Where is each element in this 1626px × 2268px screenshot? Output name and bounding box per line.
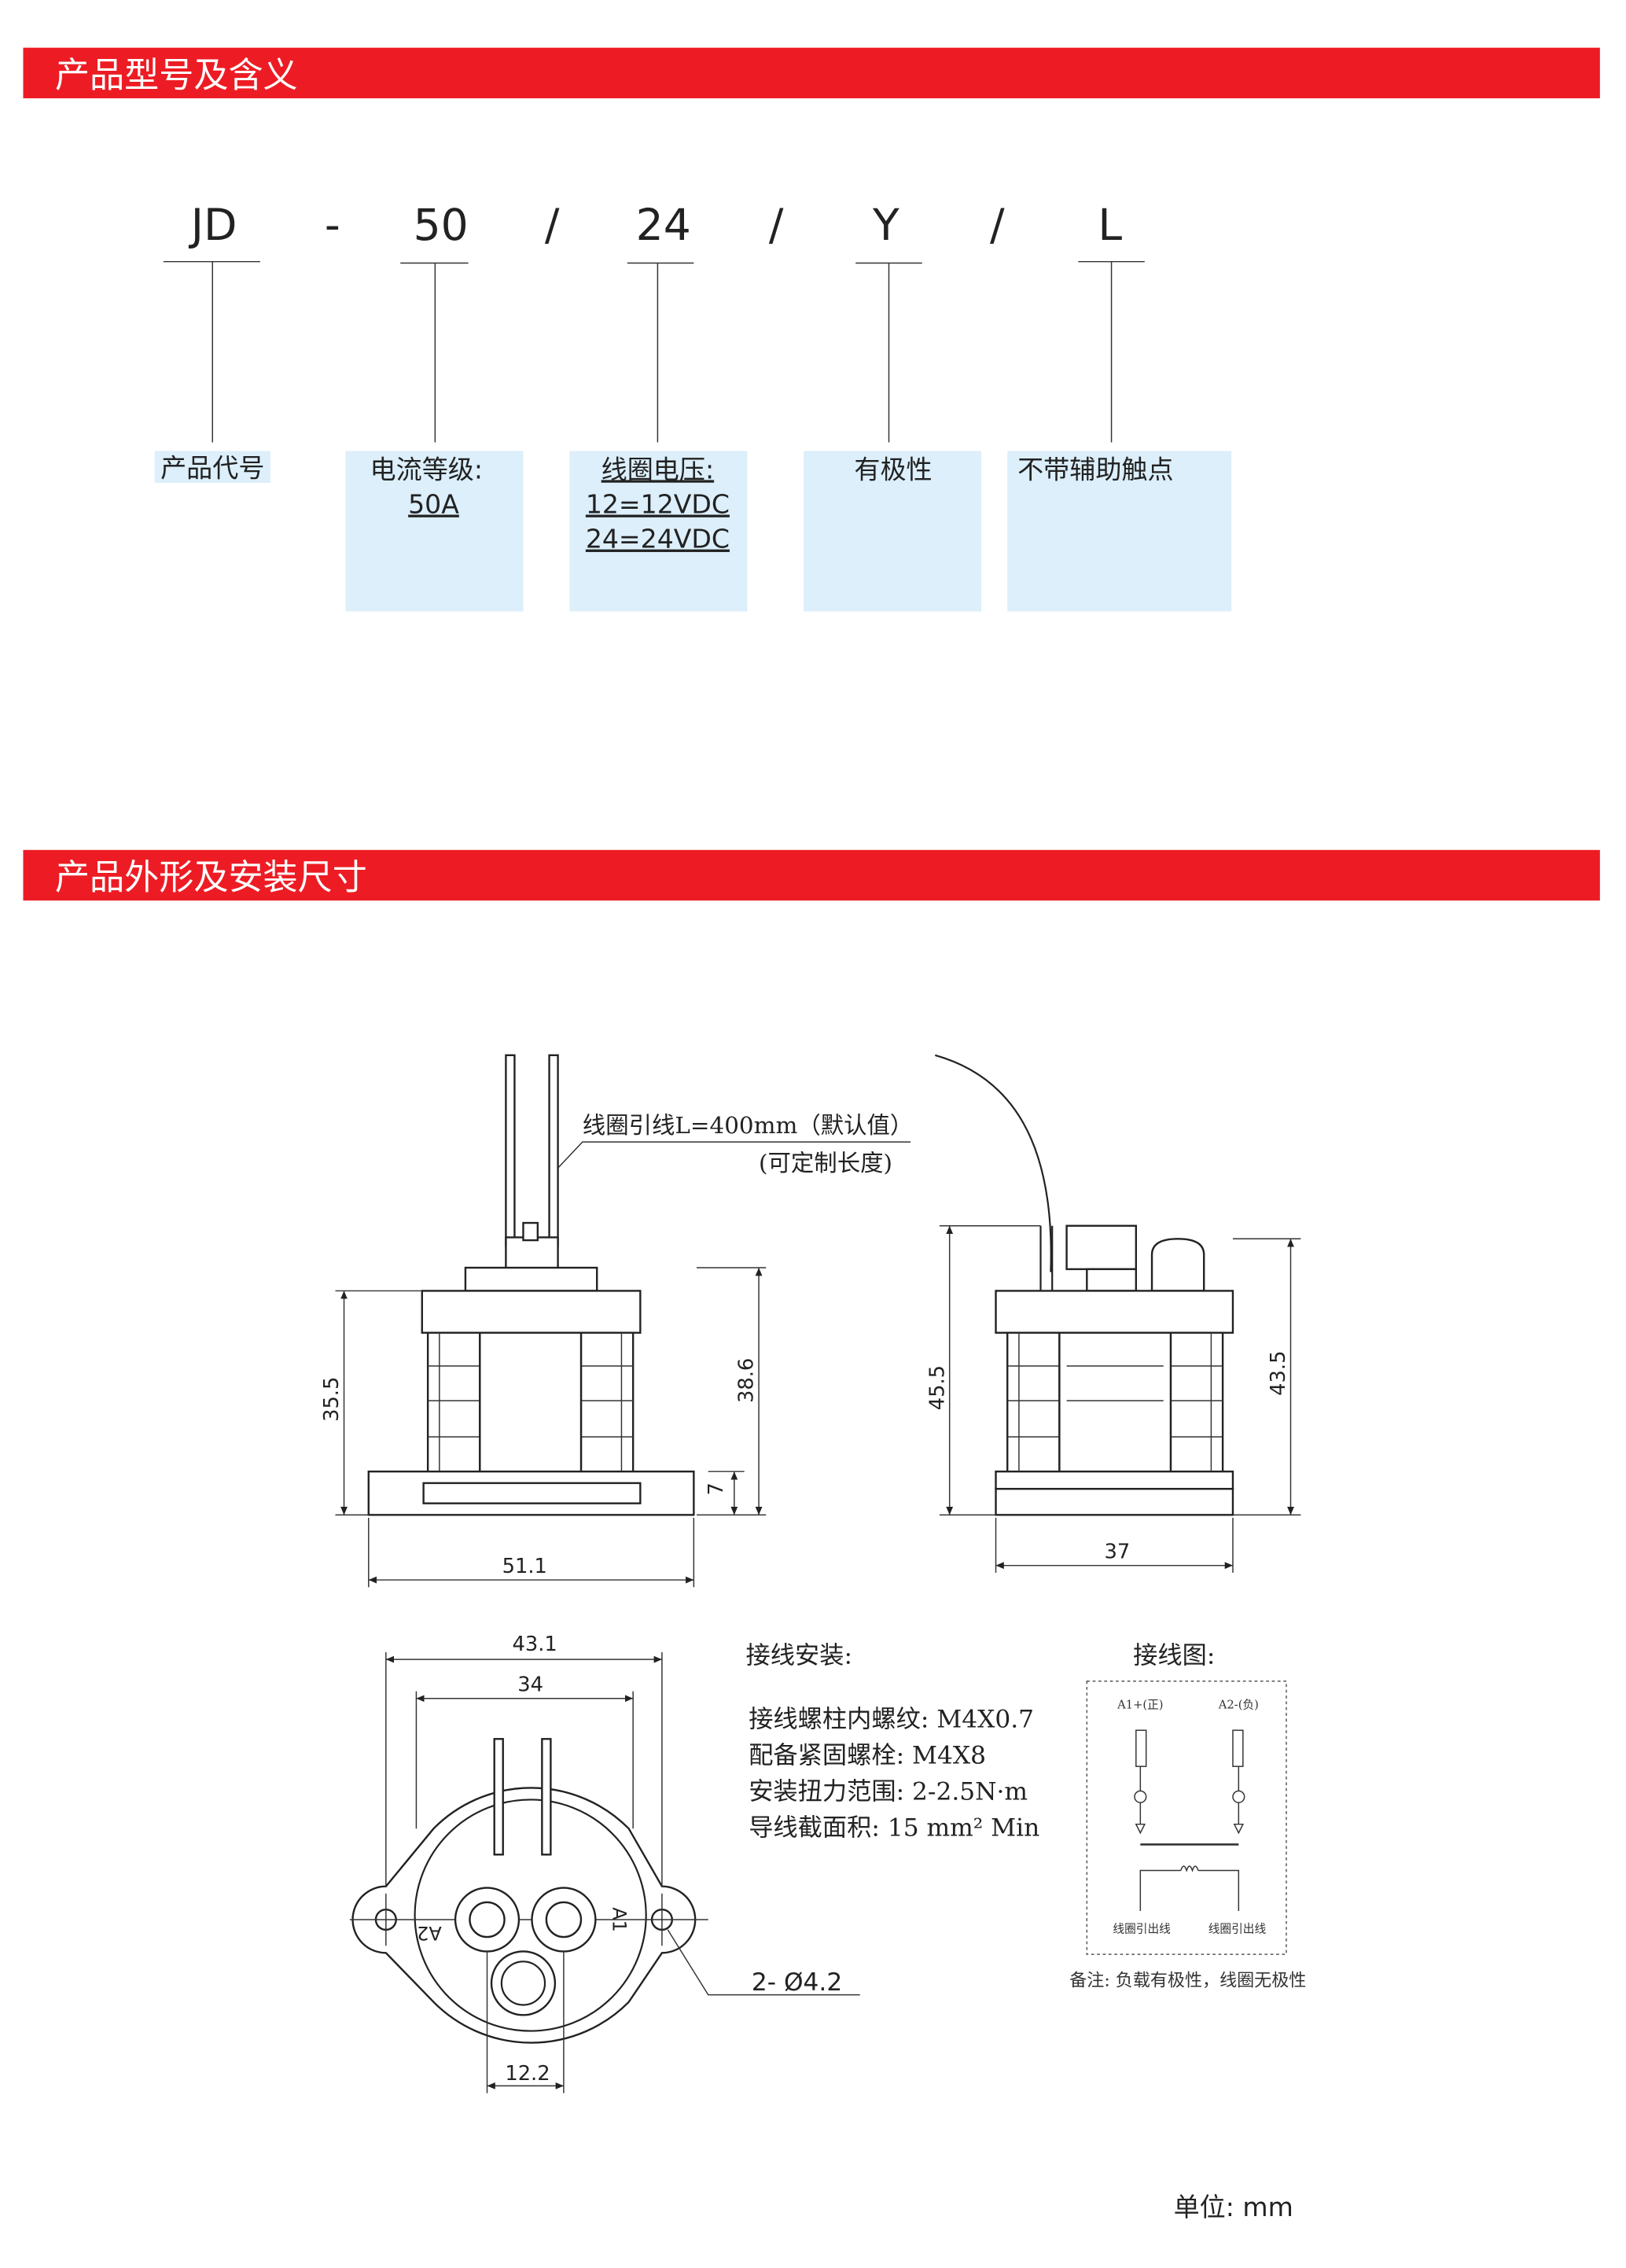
side-view-drawing: 45.5 43.5 37 (925, 1054, 1301, 1573)
install-line: 接线螺柱内螺纹: M4X0.7 (749, 1706, 1034, 1734)
code-part-polarity: Y (872, 201, 899, 251)
code-part-jd: JD (189, 201, 237, 251)
meaning-current-label: 电流等级: (370, 454, 483, 484)
install-info: 接线安装: 接线螺柱内螺纹: M4X0.7 配备紧固螺栓: M4X8 安装扭力范… (746, 1642, 1040, 1843)
wiring-diagram: 接线图: A1+(正) A2-(负) 线圈引出线 线圈引出线 备注: 负载有极性… (1069, 1642, 1306, 1991)
dim-mounting-holes: 2- Ø4.2 (752, 1968, 842, 1997)
wiring-note: 备注: 负载有极性，线圈无极性 (1069, 1972, 1306, 1991)
install-title: 接线安装: (746, 1642, 852, 1670)
code-leaders (163, 260, 1145, 443)
section-title: 产品型号及含义 (55, 55, 298, 95)
code-part-current: 50 (414, 201, 469, 251)
wiring-label-a2: A2-(负) (1218, 1699, 1259, 1712)
install-line: 配备紧固螺栓: M4X8 (749, 1741, 986, 1769)
code-part-aux: L (1098, 201, 1122, 251)
section-title: 产品外形及安装尺寸 (55, 857, 367, 897)
install-line: 安装扭力范围: 2-2.5N·m (749, 1777, 1028, 1806)
terminal-label-a1: A1 (608, 1907, 630, 1932)
wiring-coil-out: 线圈引出线 (1113, 1923, 1171, 1936)
dim-side-width: 37 (1105, 1540, 1131, 1563)
code-sep: / (769, 201, 784, 251)
dim-base: 7 (704, 1482, 728, 1495)
dim-front-width: 51.1 (502, 1555, 547, 1578)
code-part-voltage: 24 (636, 201, 691, 251)
section-header-model: 产品型号及含义 (23, 47, 1600, 98)
code-sep: / (545, 201, 560, 251)
dim-inner-span: 34 (517, 1673, 543, 1697)
code-sep: - (325, 201, 340, 251)
dim-side-total: 43.5 (1267, 1351, 1290, 1396)
wiring-label-a1: A1+(正) (1116, 1699, 1163, 1712)
install-line: 导线截面积: 15 mm² Min (749, 1813, 1039, 1842)
meaning-current-value: 50A (408, 489, 459, 520)
dim-front-height: 35.5 (320, 1377, 344, 1422)
terminal-label-a2: A2 (417, 1922, 442, 1944)
front-view-drawing: 线圈引线L=400mm（默认值） (可定制长度) 35.5 38.6 7 51.… (320, 1054, 914, 1588)
meaning-code: 产品代号 (160, 453, 264, 484)
lead-note: 线圈引线L=400mm（默认值） (583, 1112, 914, 1139)
wiring-title: 接线图: (1133, 1642, 1215, 1670)
lead-note-custom: (可定制长度) (759, 1150, 892, 1176)
meaning-boxes (154, 451, 1232, 612)
meaning-aux: 不带辅助触点 (1017, 454, 1173, 484)
section-header-dimensions: 产品外形及安装尺寸 (23, 849, 1600, 901)
dim-hole-span: 43.1 (513, 1633, 557, 1656)
meaning-coil-24: 24=24VDC (586, 524, 730, 554)
code-sep: / (990, 201, 1005, 251)
meaning-coil-label: 线圈电压: (601, 454, 714, 484)
meaning-coil-12: 12=12VDC (586, 489, 730, 520)
model-code: JD - 50 / 24 / Y / L (189, 201, 1123, 251)
unit-label: 单位: mm (1174, 2192, 1293, 2222)
meaning-polarity: 有极性 (854, 454, 932, 484)
bottom-view-drawing: A2 A1 43.1 34 12.2 2- Ø4.2 (349, 1633, 860, 2093)
dim-terminal-pitch: 12.2 (505, 2062, 550, 2086)
dim-side-height: 45.5 (925, 1365, 949, 1410)
wiring-coil-out: 线圈引出线 (1208, 1923, 1267, 1936)
dim-front-total: 38.6 (735, 1358, 759, 1403)
